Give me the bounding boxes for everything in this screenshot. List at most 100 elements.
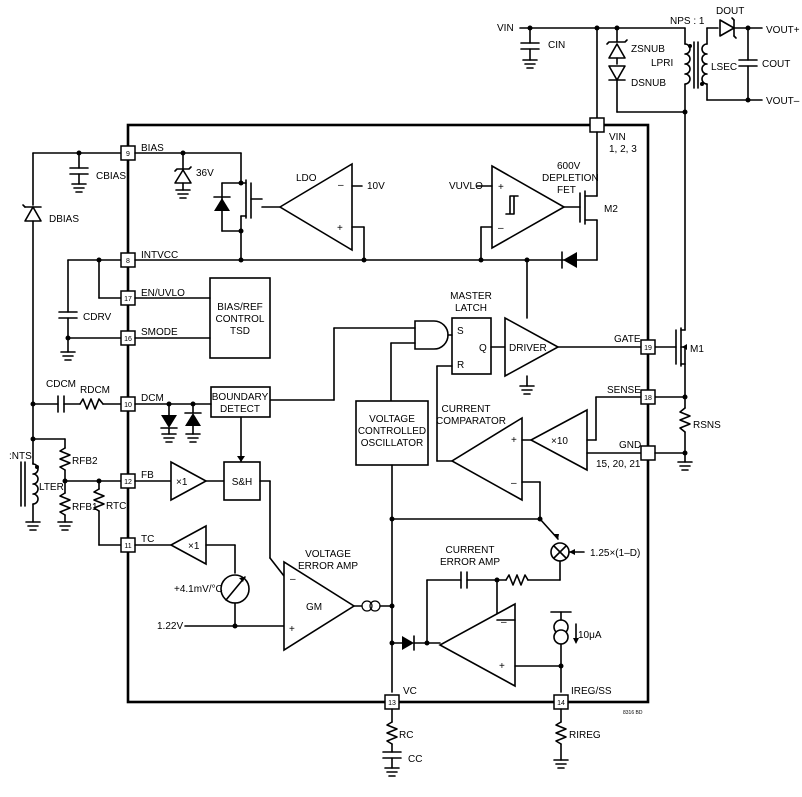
driver-label: DRIVER [509, 343, 547, 354]
fet-label-3: FET [557, 185, 576, 196]
verr-line-1: VOLTAGE [305, 549, 351, 560]
pin-label-dcm: DCM [141, 393, 164, 404]
latch-title-1: MASTER [450, 291, 492, 302]
intvcc-bus [134, 226, 598, 319]
lpri-label: LPRI [651, 58, 673, 69]
vco-line-1: VOLTAGE [369, 414, 415, 425]
boundary-line-2: DETECT [220, 404, 260, 415]
biasref-block: BIAS/REF CONTROL TSD [134, 277, 271, 359]
svg-text:+: + [499, 661, 505, 672]
pin-label-tc: TC [141, 534, 154, 545]
zsnub-label: ZSNUB [631, 44, 665, 55]
pin-label-sense: SENSE [607, 385, 641, 396]
pin-vin [589, 117, 605, 133]
fb-buffer-label: ×1 [176, 477, 188, 488]
isrc-label: 10μA [578, 630, 602, 641]
dsnub-label: DSNUB [631, 78, 666, 89]
pin-gnd [640, 445, 656, 461]
bottom-section: 13 VC 14 IREG/SS 8316 BD RC CC RIREG [382, 686, 643, 777]
svg-text:+: + [289, 624, 295, 635]
tc-buffer-label: ×1 [188, 541, 200, 552]
svg-text:–: – [290, 574, 296, 585]
left-external: CBIAS DBIAS CDRV CDCM RDCM [9, 150, 126, 546]
ldo-section: 36V LDO – + 10V [134, 150, 385, 261]
cerr-line-2: ERROR AMP [440, 557, 500, 568]
verr-line-2: ERROR AMP [298, 561, 358, 572]
vuvlo-label: VUVLO [449, 181, 483, 192]
vin-section: VIN CIN ZSNUB DSNUB LPRI NPS : [497, 6, 800, 331]
pin-num-vc: 13 [388, 700, 396, 707]
pin-num-smode: 16 [124, 336, 132, 343]
latch-s: S [457, 326, 464, 337]
pin-label-smode: SMODE [141, 327, 178, 338]
rsns-label: RSNS [693, 420, 721, 431]
ldo-ref-label: 10V [367, 181, 385, 192]
lsec-label: LSEC [711, 62, 737, 73]
pin-label-bias: BIAS [141, 143, 164, 154]
pin-sense [640, 389, 656, 405]
boundary-line-1: BOUNDARY [212, 392, 269, 403]
dout-label: DOUT [716, 6, 744, 17]
m1-section: M1 RSNS [653, 327, 721, 471]
pin-label-en: EN/UVLO [141, 288, 185, 299]
lter-label: LTER [39, 482, 64, 493]
ref-label: 1.22V [157, 621, 183, 632]
pin-num-ireg: 14 [557, 700, 565, 707]
cerr-section: 1.25×(1–D) CURRENT ERROR AMP – + 10μA [391, 516, 640, 693]
left-pins: 9 BIAS 8 INTVCC 17 EN/UVLO 16 SMODE 10 D… [120, 143, 185, 553]
pin-num-en: 17 [124, 296, 132, 303]
vin-label: VIN [497, 23, 514, 34]
tc-section: ×1 +4.1mV/°C 1.22V [134, 524, 285, 632]
pin-label-fb: FB [141, 470, 154, 481]
rfb2-label: RFB2 [72, 456, 98, 467]
m1-label: M1 [690, 344, 704, 355]
rireg-label: RIREG [569, 730, 601, 741]
pin-num-bias: 9 [126, 151, 130, 158]
vin-pin-label: VIN [609, 132, 626, 143]
vco-block: VOLTAGE CONTROLLED OSCILLATOR [355, 400, 429, 693]
m2-label: M2 [604, 204, 618, 215]
svg-text:–: – [498, 223, 504, 234]
gm-label: GM [306, 602, 322, 613]
nps-label: NPS : 1 [670, 16, 705, 27]
rfb1-label: RFB1 [72, 502, 98, 513]
pin-num-fb: 12 [124, 479, 132, 486]
pin-num-tc: 11 [124, 543, 131, 550]
svg-text:+: + [337, 223, 343, 234]
pin-num-sense: 18 [644, 395, 652, 402]
nts-label: :NTS [9, 451, 32, 462]
pin-gate [640, 339, 656, 355]
current-comp-section: CURRENT COMPARATOR + – ×10 SENSE GND 15,… [436, 385, 642, 520]
latch-q: Q [479, 343, 487, 354]
cbias-label: CBIAS [96, 171, 126, 182]
dbias-label: DBIAS [49, 214, 79, 225]
pin-label-ireg: IREG/SS [571, 686, 612, 697]
cerr-line-1: CURRENT [446, 545, 495, 556]
pin-label-intvcc: INTVCC [141, 250, 178, 261]
cout-label: COUT [762, 59, 790, 70]
sh-label: S&H [232, 477, 253, 488]
x10-label: ×10 [551, 436, 568, 447]
gnd-pin-numbers: 15, 20, 21 [596, 459, 641, 470]
vout-plus-label: VOUT+ [766, 25, 800, 36]
latch-r: R [457, 360, 464, 371]
vout-minus-label: VOUT– [766, 96, 800, 107]
latch-section: MASTER LATCH S R Q DRIVER GATE [269, 291, 642, 462]
current-comp-line-2: COMPARATOR [436, 416, 506, 427]
pin-num-gate: 19 [644, 345, 652, 352]
cdcm-label: CDCM [46, 379, 76, 390]
fet-label-2: DEPLETION [542, 173, 599, 184]
vin-pin-numbers: 1, 2, 3 [609, 144, 637, 155]
rtc-label: RTC [106, 501, 126, 512]
ldo-label: LDO [296, 173, 317, 184]
biasref-line-2: CONTROL [216, 314, 265, 325]
pin-label-gate: GATE [614, 334, 641, 345]
cin-label: CIN [548, 40, 565, 51]
boundary-block: BOUNDARY DETECT [134, 386, 271, 463]
rdcm-label: RDCM [80, 385, 110, 396]
svg-text:–: – [501, 617, 507, 628]
zener-label: 36V [196, 168, 214, 179]
biasref-line-3: TSD [230, 326, 250, 337]
latch-title-2: LATCH [455, 303, 487, 314]
mult-label: 1.25×(1–D) [590, 548, 640, 559]
